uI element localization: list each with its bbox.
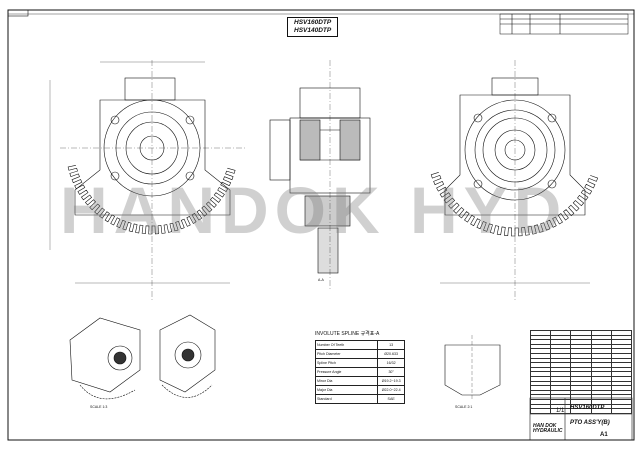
row-value: 13 bbox=[377, 340, 405, 350]
row-value: Ø20.633 bbox=[377, 349, 405, 359]
model-label-box: HSV160DTP HSV140DTP bbox=[287, 17, 339, 37]
spline-table-title: INVOLUTE SPLINE 규격표-A bbox=[315, 331, 380, 337]
sheet-size: A1 bbox=[600, 432, 608, 438]
company-name: HAN DOK HYDRAULIC bbox=[533, 424, 562, 434]
section-label: A-A bbox=[318, 278, 324, 282]
gear-teeth bbox=[67, 165, 236, 235]
table-row bbox=[529, 408, 633, 414]
gear-teeth bbox=[430, 172, 599, 237]
table-row bbox=[529, 403, 633, 410]
row-value: 30° bbox=[377, 367, 405, 377]
row-value: SAE bbox=[377, 394, 405, 404]
company-line: HYDRAULIC bbox=[533, 428, 563, 434]
row-value: 16/32 bbox=[377, 358, 405, 368]
title-scale: 1/1 bbox=[556, 408, 565, 414]
detail-view bbox=[444, 335, 501, 400]
title-drawing-name: PTO ASS'Y(B) bbox=[570, 420, 610, 426]
watermark: HANDOK HYD bbox=[60, 173, 568, 247]
detail-scale-label: SCALE 2:1 bbox=[455, 405, 473, 409]
row-label: Pressure Angle bbox=[314, 367, 379, 377]
row-value: Ø22.0~22.4 bbox=[377, 385, 405, 395]
row-label: Number Of Teeth bbox=[314, 340, 379, 350]
corner-block bbox=[7, 9, 29, 17]
row-label: Minor Dia bbox=[314, 376, 379, 386]
parts-list bbox=[529, 330, 633, 414]
side-view bbox=[430, 60, 599, 300]
row-label: Standard bbox=[314, 394, 379, 404]
model-label: HSV160DTP bbox=[294, 19, 332, 26]
iso-scale-label: SCALE 1:3 bbox=[90, 405, 108, 409]
model-label: HSV140DTP bbox=[294, 27, 332, 34]
row-label: Spline Pitch bbox=[314, 358, 379, 368]
drawing-border bbox=[7, 9, 635, 441]
title-model: HSV160DTP bbox=[570, 405, 605, 411]
row-value: Ø19.2~19.3 bbox=[377, 376, 405, 386]
company-line: HAN DOK bbox=[533, 423, 557, 429]
row-label: Pitch Diameter bbox=[314, 349, 379, 359]
front-view bbox=[49, 60, 245, 300]
row-label: Major Dia bbox=[314, 385, 379, 395]
section-view bbox=[269, 60, 371, 290]
isometric-views bbox=[69, 314, 216, 400]
